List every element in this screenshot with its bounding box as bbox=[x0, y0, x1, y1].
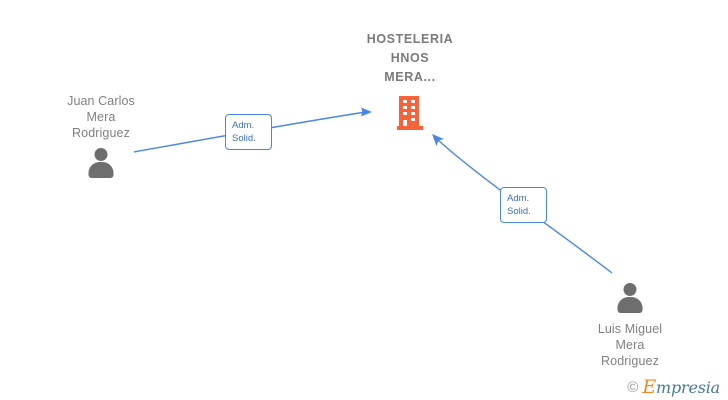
edge-label-line1: Adm. bbox=[232, 120, 255, 131]
building-icon bbox=[397, 96, 423, 130]
company-node[interactable]: HOSTELERIA HNOS MERA... bbox=[351, 30, 469, 130]
company-node-label: HOSTELERIA HNOS MERA... bbox=[366, 32, 454, 84]
edge-label-line2: Solid. bbox=[507, 206, 531, 217]
person-icon bbox=[613, 283, 647, 315]
edge-label-adm-solid-juan-carlos[interactable]: Adm. Solid. bbox=[225, 114, 272, 150]
person-node-label: Juan Carlos Mera Rodriguez bbox=[67, 94, 135, 140]
person-node-luis-miguel[interactable]: Luis Miguel Mera Rodriguez bbox=[572, 283, 688, 369]
empresia-watermark: © Empresia bbox=[627, 376, 720, 398]
edge-label-line1: Adm. bbox=[507, 193, 530, 204]
edge-luis-miguel-arrowhead bbox=[432, 134, 444, 146]
brand-rest: mpresia bbox=[656, 378, 720, 397]
edge-juan-carlos-arrowhead bbox=[361, 107, 372, 117]
person-node-label: Luis Miguel Mera Rodriguez bbox=[597, 322, 663, 368]
edge-label-adm-solid-luis-miguel[interactable]: Adm. Solid. bbox=[500, 187, 547, 223]
brand-logo: Empresia bbox=[642, 376, 720, 398]
edge-label-line2: Solid. bbox=[232, 133, 256, 144]
copyright-icon: © bbox=[627, 379, 639, 396]
brand-initial: E bbox=[642, 376, 656, 398]
person-icon bbox=[84, 148, 118, 180]
person-node-juan-carlos[interactable]: Juan Carlos Mera Rodriguez bbox=[43, 93, 159, 180]
